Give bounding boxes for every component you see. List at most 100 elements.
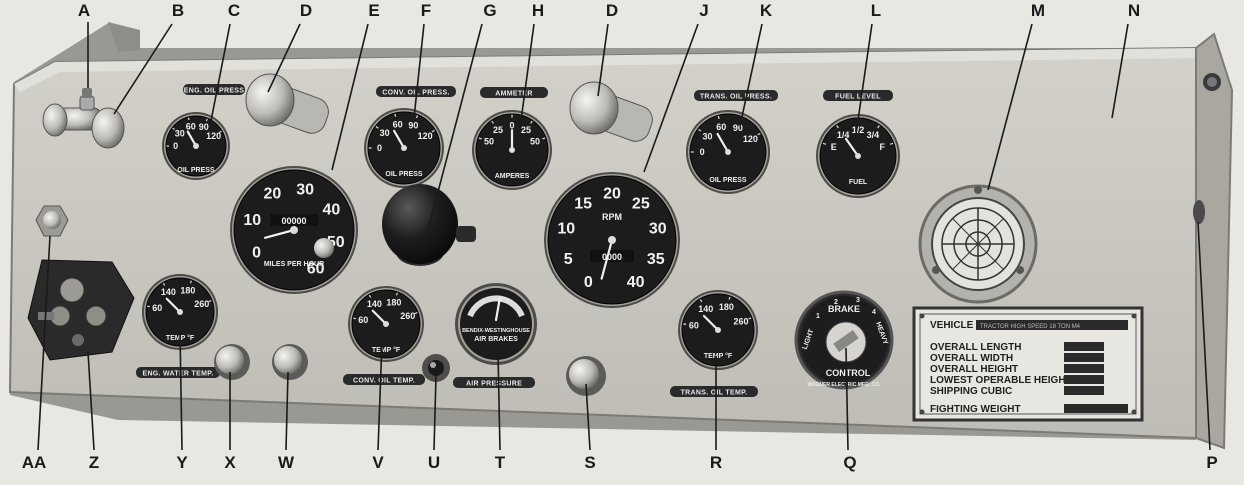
callout-letter-n: N [1128,1,1140,20]
tachometer-tick: 10 [557,221,575,238]
gauge-ammeter-tick: 50 [530,137,540,147]
gauge-conv-temp-face: TEMP °F [372,346,401,354]
gauge-conv-oil-tick: 60 [393,119,403,129]
callout-letter-r: R [710,453,722,472]
gauge-conv-temp-tick: 260 [400,311,415,321]
callout-letter-d: D [606,1,618,20]
callout-letter-m: M [1031,1,1045,20]
plate-vehicle-label: VEHICLE [930,320,974,331]
callout-letter-p: P [1206,453,1217,472]
callout-letter-h: H [532,1,544,20]
tachometer-tick: 5 [564,251,573,268]
plate-vehicle-value: TRACTOR HIGH SPEED 18 TON M4 [980,324,1081,330]
callout-letter-s: S [584,453,595,472]
gauge-trans-oil-tick: 30 [702,131,712,141]
gauge-trans-temp-tick: 180 [719,302,734,312]
gauge-conv-oil-tick: 30 [380,128,390,138]
gauge-conv-oil-tick: 0 [377,143,382,153]
callout-letter-x: X [224,453,236,472]
speedometer-face: MILES PER HOUR [264,261,324,268]
gauge-fuel-tick: 1/2 [852,125,865,135]
speedometer-tick: 10 [243,212,261,229]
brake-pos-2: 2 [834,299,838,306]
plate-row-value-box [1064,386,1104,395]
gauge-ammeter-tick: 25 [521,125,531,135]
label-strip-ammeter: AMMETER [480,87,548,98]
air-brakes-line1: BENDIX-WESTINGHOUSE [462,328,530,334]
gauge-trans-oil-face: OIL PRESS [709,177,747,184]
plate-row-label: OVERALL WIDTH [930,353,1013,364]
speedometer-tick: 0 [252,245,261,262]
tachometer-tick: 20 [603,186,621,203]
callout-letter-aa: AA [22,453,47,472]
callout-letter-g: G [483,1,496,20]
gauge-ammeter-face: AMPERES [495,173,530,180]
gauge-trans-oil-tick: 120 [743,134,758,144]
gauge-eng-oil-face: OIL PRESS [177,167,215,174]
callout-letter-d: D [300,1,312,20]
tachometer-odometer: 0000 [602,252,622,262]
plate-row-value-box [1064,353,1104,362]
callout-letter-e: E [368,1,379,20]
gauge-conv-oil-tick: 120 [418,131,433,141]
air-brakes-line2: AIR BRAKES [474,336,518,343]
callout-letter-j: J [699,1,708,20]
speedometer-odometer: 00000 [281,216,306,226]
brake-control-dial[interactable]: BRAKE 1 2 3 4 LIGHT HEAVY CONTROL WAGNER… [796,292,892,388]
gauge-conv-temp-tick: 60 [358,315,368,325]
plate-row-label: OVERALL HEIGHT [930,364,1018,375]
gauge-ammeter-tick: 25 [493,125,503,135]
tachometer-face: RPM [602,212,622,222]
brake-maker: WAGNER ELECTRIC MFG. CO. [807,382,881,388]
callout-letter-t: T [495,453,506,472]
label-strip-text-ammeter: AMMETER [495,91,533,98]
gauge-conv-temp-tick: 140 [367,299,382,309]
callout-letter-f: F [421,1,431,20]
brake-pos-1: 1 [816,313,820,320]
label-strip-eng-oil-press: ENG. OIL PRESS [183,84,245,95]
gauge-eng-temp-tick: 260 [194,299,209,309]
label-strip-text-trans-oil-temp: TRANS. OIL TEMP. [681,390,748,397]
gauge-fuel-tick: 1/4 [837,130,850,140]
gauge-trans-oil-tick: 60 [716,122,726,132]
gauge-ammeter-tick: 50 [484,137,494,147]
label-strip-trans-oil-press: TRANS. OIL PRESS. [694,90,778,101]
label-strip-air-pressure: AIR PRESSURE [453,377,535,388]
gauge-eng-temp-tick: 180 [180,285,195,295]
trip-reset-knob[interactable] [314,238,334,258]
speedometer-tick: 20 [264,186,282,203]
gauge-conv-temp-tick: 180 [386,297,401,307]
tachometer-tick: 25 [632,195,650,212]
gauge-eng-oil-tick: 0 [173,141,178,151]
speedometer-tick: 40 [323,201,341,218]
callout-letter-z: Z [89,453,99,472]
plate-fighting-weight: FIGHTING WEIGHT [930,404,1021,415]
gauge-trans-temp-tick: 260 [733,317,748,327]
tachometer-tick: 30 [649,221,667,238]
gauge-eng-temp-tick: 140 [161,287,176,297]
panel-light-knob-x[interactable] [214,344,250,380]
callout-letter-k: K [760,1,773,20]
gauge-conv-oil-tick: 90 [408,120,418,130]
callout-letter-y: Y [176,453,188,472]
gauge-trans-oil-tick: 90 [733,123,743,133]
callout-letter-a: A [78,1,90,20]
callout-letter-v: V [372,453,384,472]
gauge-conv-oil-face: OIL PRESS [385,171,423,178]
plate-row-value-box [1064,342,1104,351]
plate-row-value-box [1064,375,1104,384]
gauge-eng-oil-tick: 30 [175,129,185,139]
gauge-fuel-tick: 3/4 [867,130,880,140]
data-plate: VEHICLE TRACTOR HIGH SPEED 18 TON M4 OVE… [914,308,1142,420]
panel-light-knob-w[interactable] [272,344,308,380]
callout-letter-q: Q [843,453,856,472]
